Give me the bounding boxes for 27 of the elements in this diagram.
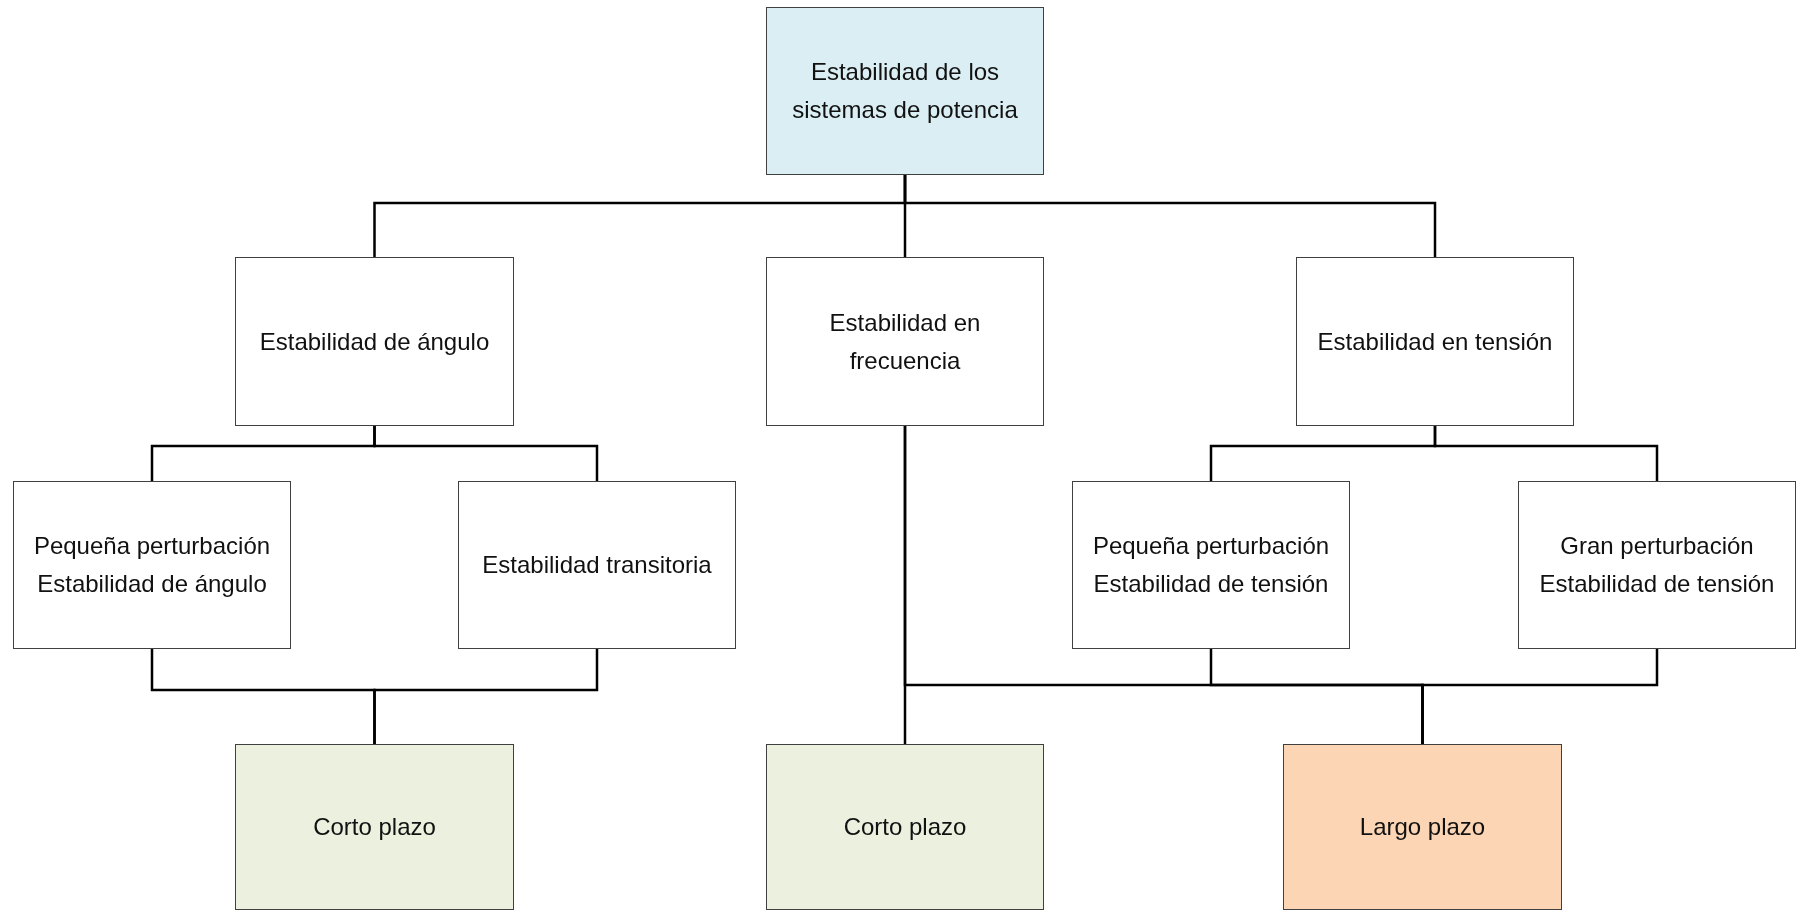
box-label: Corto plazo: [313, 812, 436, 842]
box-label: Pequeña perturbación Estabilidad de ángulo: [32, 531, 272, 599]
connector-line: [373, 649, 599, 744]
box-label: Pequeña perturbación Estabilidad de tensión: [1091, 531, 1331, 599]
box-label: Estabilidad de ángulo: [259, 326, 490, 357]
category-box: [1283, 744, 1562, 910]
category-box: [235, 744, 514, 910]
box-label: Estabilidad en tensión: [1317, 326, 1553, 357]
box-label: Gran perturbación Estabilidad de tensión: [1538, 531, 1776, 599]
category-box: [1072, 481, 1350, 649]
category-box: [766, 744, 1044, 910]
category-box: [1296, 257, 1574, 426]
connector-line: [903, 175, 1437, 257]
category-box: [766, 7, 1044, 175]
box-label: Estabilidad de los sistemas de potencia: [791, 57, 1019, 125]
box-label: Estabilidad transitoria: [482, 550, 712, 580]
category-box: [13, 481, 291, 649]
box-label: Estabilidad en frecuencia: [828, 307, 982, 376]
box-label: Corto plazo: [843, 812, 967, 842]
connector-line: [373, 426, 599, 481]
connector-line: [1421, 649, 1659, 744]
connector-line: [1433, 426, 1659, 481]
category-box: [458, 481, 736, 649]
category-box: [235, 257, 514, 426]
box-label: Largo plazo: [1359, 812, 1486, 842]
category-box: [1518, 481, 1796, 649]
category-box: [766, 257, 1044, 426]
